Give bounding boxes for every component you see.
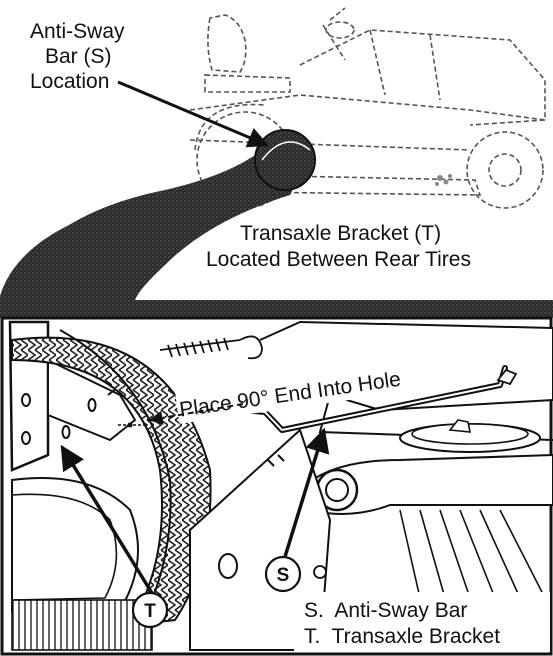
callout-s-letter: S [277, 565, 290, 586]
anti-sway-label-line1: Anti-Sway [30, 20, 125, 43]
callout-t-letter: T [144, 601, 156, 622]
tractor-pedal-detail [435, 174, 452, 186]
place-end-leader [148, 403, 244, 425]
callout-s-arrow [282, 427, 330, 561]
anti-sway-label-line2: Bar (S) [45, 45, 112, 68]
transaxle-label-line1: Transaxle Bracket (T) [240, 222, 441, 245]
zoom-circle [254, 129, 316, 191]
legend-item-t: T. Transaxle Bracket [304, 625, 500, 648]
callout-s-circle [264, 555, 302, 593]
callout-t-arrow [60, 444, 157, 599]
legend-background [294, 592, 550, 652]
anti-sway-label-line3: Location [30, 70, 109, 93]
anti-sway-pointer-arrow [117, 80, 269, 148]
transaxle-label-line2: Located Between Rear Tires [206, 248, 471, 271]
zoom-connector [0, 150, 294, 300]
detail-illustration [8, 320, 553, 651]
legend-item-s: S. Anti-Sway Bar [304, 599, 467, 622]
place-label-background [175, 356, 435, 424]
callout-t-circle [131, 591, 169, 629]
